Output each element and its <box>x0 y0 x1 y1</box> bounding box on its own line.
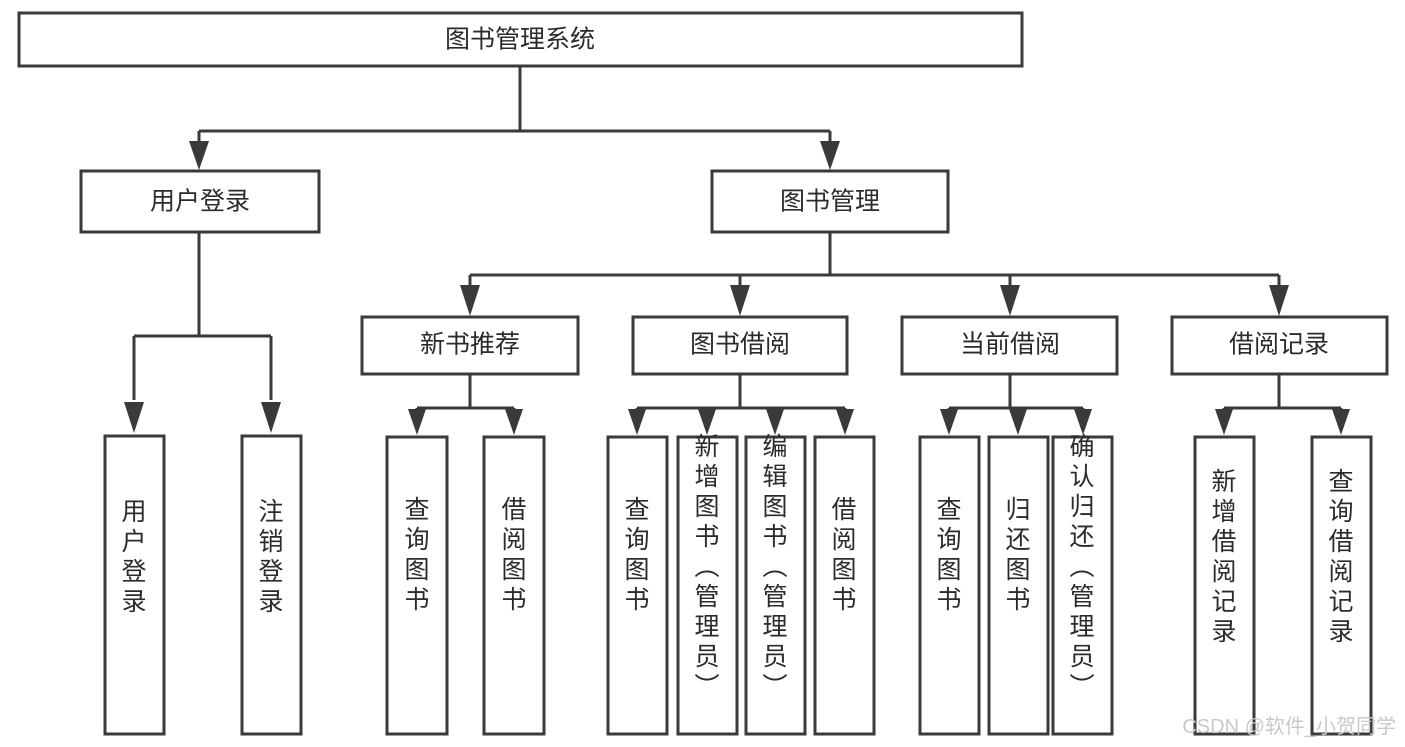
node-borrow-label: 图书借阅 <box>690 331 790 359</box>
node-records-label: 借阅记录 <box>1229 331 1329 359</box>
node-leaf-cur-return-box[interactable] <box>987 435 1050 736</box>
arrow-nb-to-leaf2 <box>505 409 523 435</box>
node-leaf-nb-borrow-label: 借阅图书 <box>501 496 526 614</box>
node-leaf-cur-query-label: 查询图书 <box>936 496 961 614</box>
arrow-cur-to-leaf1 <box>940 409 958 435</box>
node-leaf-bo-borrow[interactable]: 借阅图书 <box>813 435 876 736</box>
node-leaf-cur-return-label: 归还图书 <box>1005 496 1030 614</box>
csdn-watermark: CSDN @软件_小贺同学 <box>1182 715 1396 738</box>
node-leaf-rec-add-label: 新增借阅记录 <box>1211 468 1236 646</box>
node-bookmgmt[interactable]: 图书管理 <box>710 169 950 234</box>
node-leaf-user-logout-label: 注销登录 <box>258 498 283 616</box>
node-leaf-bo-query-label: 查询图书 <box>624 496 649 614</box>
node-leaf-user-logout[interactable]: 注销登录 <box>240 434 303 736</box>
node-leaf-rec-add-box[interactable] <box>1193 435 1256 736</box>
node-leaf-cur-confirm-label: 确认归还︵管理员︶ <box>1069 433 1094 701</box>
node-current-box[interactable] <box>900 315 1119 376</box>
node-leaf-bo-edit-label: 编辑图书︵管理员︶ <box>762 433 787 701</box>
arrow-login-to-leaf2 <box>261 402 281 433</box>
arrow-bo-to-leaf3 <box>766 409 784 435</box>
node-leaf-bo-borrow-label: 借阅图书 <box>831 496 856 614</box>
arrow-rec-to-leaf2 <box>1332 409 1350 435</box>
arrow-bo-to-leaf4 <box>836 409 854 435</box>
arrow-cur-to-leaf2 <box>1009 409 1027 435</box>
node-bookmgmt-box[interactable] <box>710 169 950 234</box>
node-leaf-nb-query[interactable]: 查询图书 <box>385 435 449 736</box>
node-root-label: 图书管理系统 <box>445 26 595 54</box>
arrow-nb-to-leaf1 <box>408 409 426 435</box>
node-records[interactable]: 借阅记录 <box>1170 315 1389 376</box>
arrow-cur-to-leaf3 <box>1074 409 1092 435</box>
node-leaf-nb-query-label: 查询图书 <box>404 496 429 614</box>
node-leaf-user-logout-box[interactable] <box>240 434 303 736</box>
node-leaf-nb-query-box[interactable] <box>385 435 449 736</box>
node-leaf-bo-add-label: 新增图书︵管理员︶ <box>694 433 719 701</box>
node-leaf-user-login[interactable]: 用户登录 <box>103 434 166 736</box>
node-leaf-nb-borrow[interactable]: 借阅图书 <box>482 435 546 736</box>
node-login-box[interactable] <box>79 169 321 234</box>
node-leaf-bo-query[interactable]: 查询图书 <box>606 435 669 736</box>
node-leaf-cur-confirm[interactable]: 确认归还︵管理员︶ <box>1051 433 1114 736</box>
node-leaf-cur-confirm-box[interactable] <box>1051 435 1114 736</box>
node-leaf-nb-borrow-box[interactable] <box>482 435 546 736</box>
node-leaf-rec-query-label: 查询借阅记录 <box>1328 468 1353 646</box>
node-borrow[interactable]: 图书借阅 <box>631 315 849 376</box>
node-leaf-rec-query[interactable]: 查询借阅记录 <box>1310 435 1373 736</box>
arrow-bm-to-borrow <box>730 285 750 316</box>
node-leaf-cur-query[interactable]: 查询图书 <box>918 435 981 736</box>
node-leaf-cur-query-box[interactable] <box>918 435 981 736</box>
node-records-box[interactable] <box>1170 315 1389 376</box>
node-leaf-rec-add[interactable]: 新增借阅记录 <box>1193 435 1256 736</box>
arrow-root-to-bookmgmt <box>820 141 840 170</box>
node-leaf-rec-query-box[interactable] <box>1310 435 1373 736</box>
arrow-bm-to-records <box>1269 285 1289 316</box>
node-leaf-bo-query-box[interactable] <box>606 435 669 736</box>
node-borrow-box[interactable] <box>631 315 849 376</box>
node-leaf-bo-edit[interactable]: 编辑图书︵管理员︶ <box>744 433 807 736</box>
arrow-root-to-login <box>189 141 209 170</box>
connector-layer <box>124 67 1350 435</box>
node-leaf-user-login-box[interactable] <box>103 434 166 736</box>
arrow-login-to-leaf1 <box>124 402 144 433</box>
arrow-bo-to-leaf2 <box>698 409 716 435</box>
node-current[interactable]: 当前借阅 <box>900 315 1119 376</box>
arrow-rec-to-leaf1 <box>1215 409 1233 435</box>
arrow-bm-to-newbook <box>460 285 480 316</box>
arrow-bm-to-current <box>1000 285 1020 316</box>
node-newbook[interactable]: 新书推荐 <box>360 315 580 376</box>
node-bookmgmt-label: 图书管理 <box>780 188 880 216</box>
node-leaf-user-login-label: 用户登录 <box>121 498 146 616</box>
node-login-label: 用户登录 <box>150 188 250 216</box>
node-current-label: 当前借阅 <box>960 331 1060 359</box>
node-leaf-bo-edit-box[interactable] <box>744 435 807 736</box>
node-root-box[interactable] <box>17 11 1024 68</box>
node-leaf-cur-return[interactable]: 归还图书 <box>987 435 1050 736</box>
node-leaf-bo-add-box[interactable] <box>676 435 739 736</box>
node-leaf-bo-add[interactable]: 新增图书︵管理员︶ <box>676 433 739 736</box>
node-login[interactable]: 用户登录 <box>79 169 321 234</box>
node-root[interactable]: 图书管理系统 <box>17 11 1024 68</box>
node-newbook-label: 新书推荐 <box>420 331 520 359</box>
arrow-bo-to-leaf1 <box>628 409 646 435</box>
node-newbook-box[interactable] <box>360 315 580 376</box>
node-leaf-bo-borrow-box[interactable] <box>813 435 876 736</box>
